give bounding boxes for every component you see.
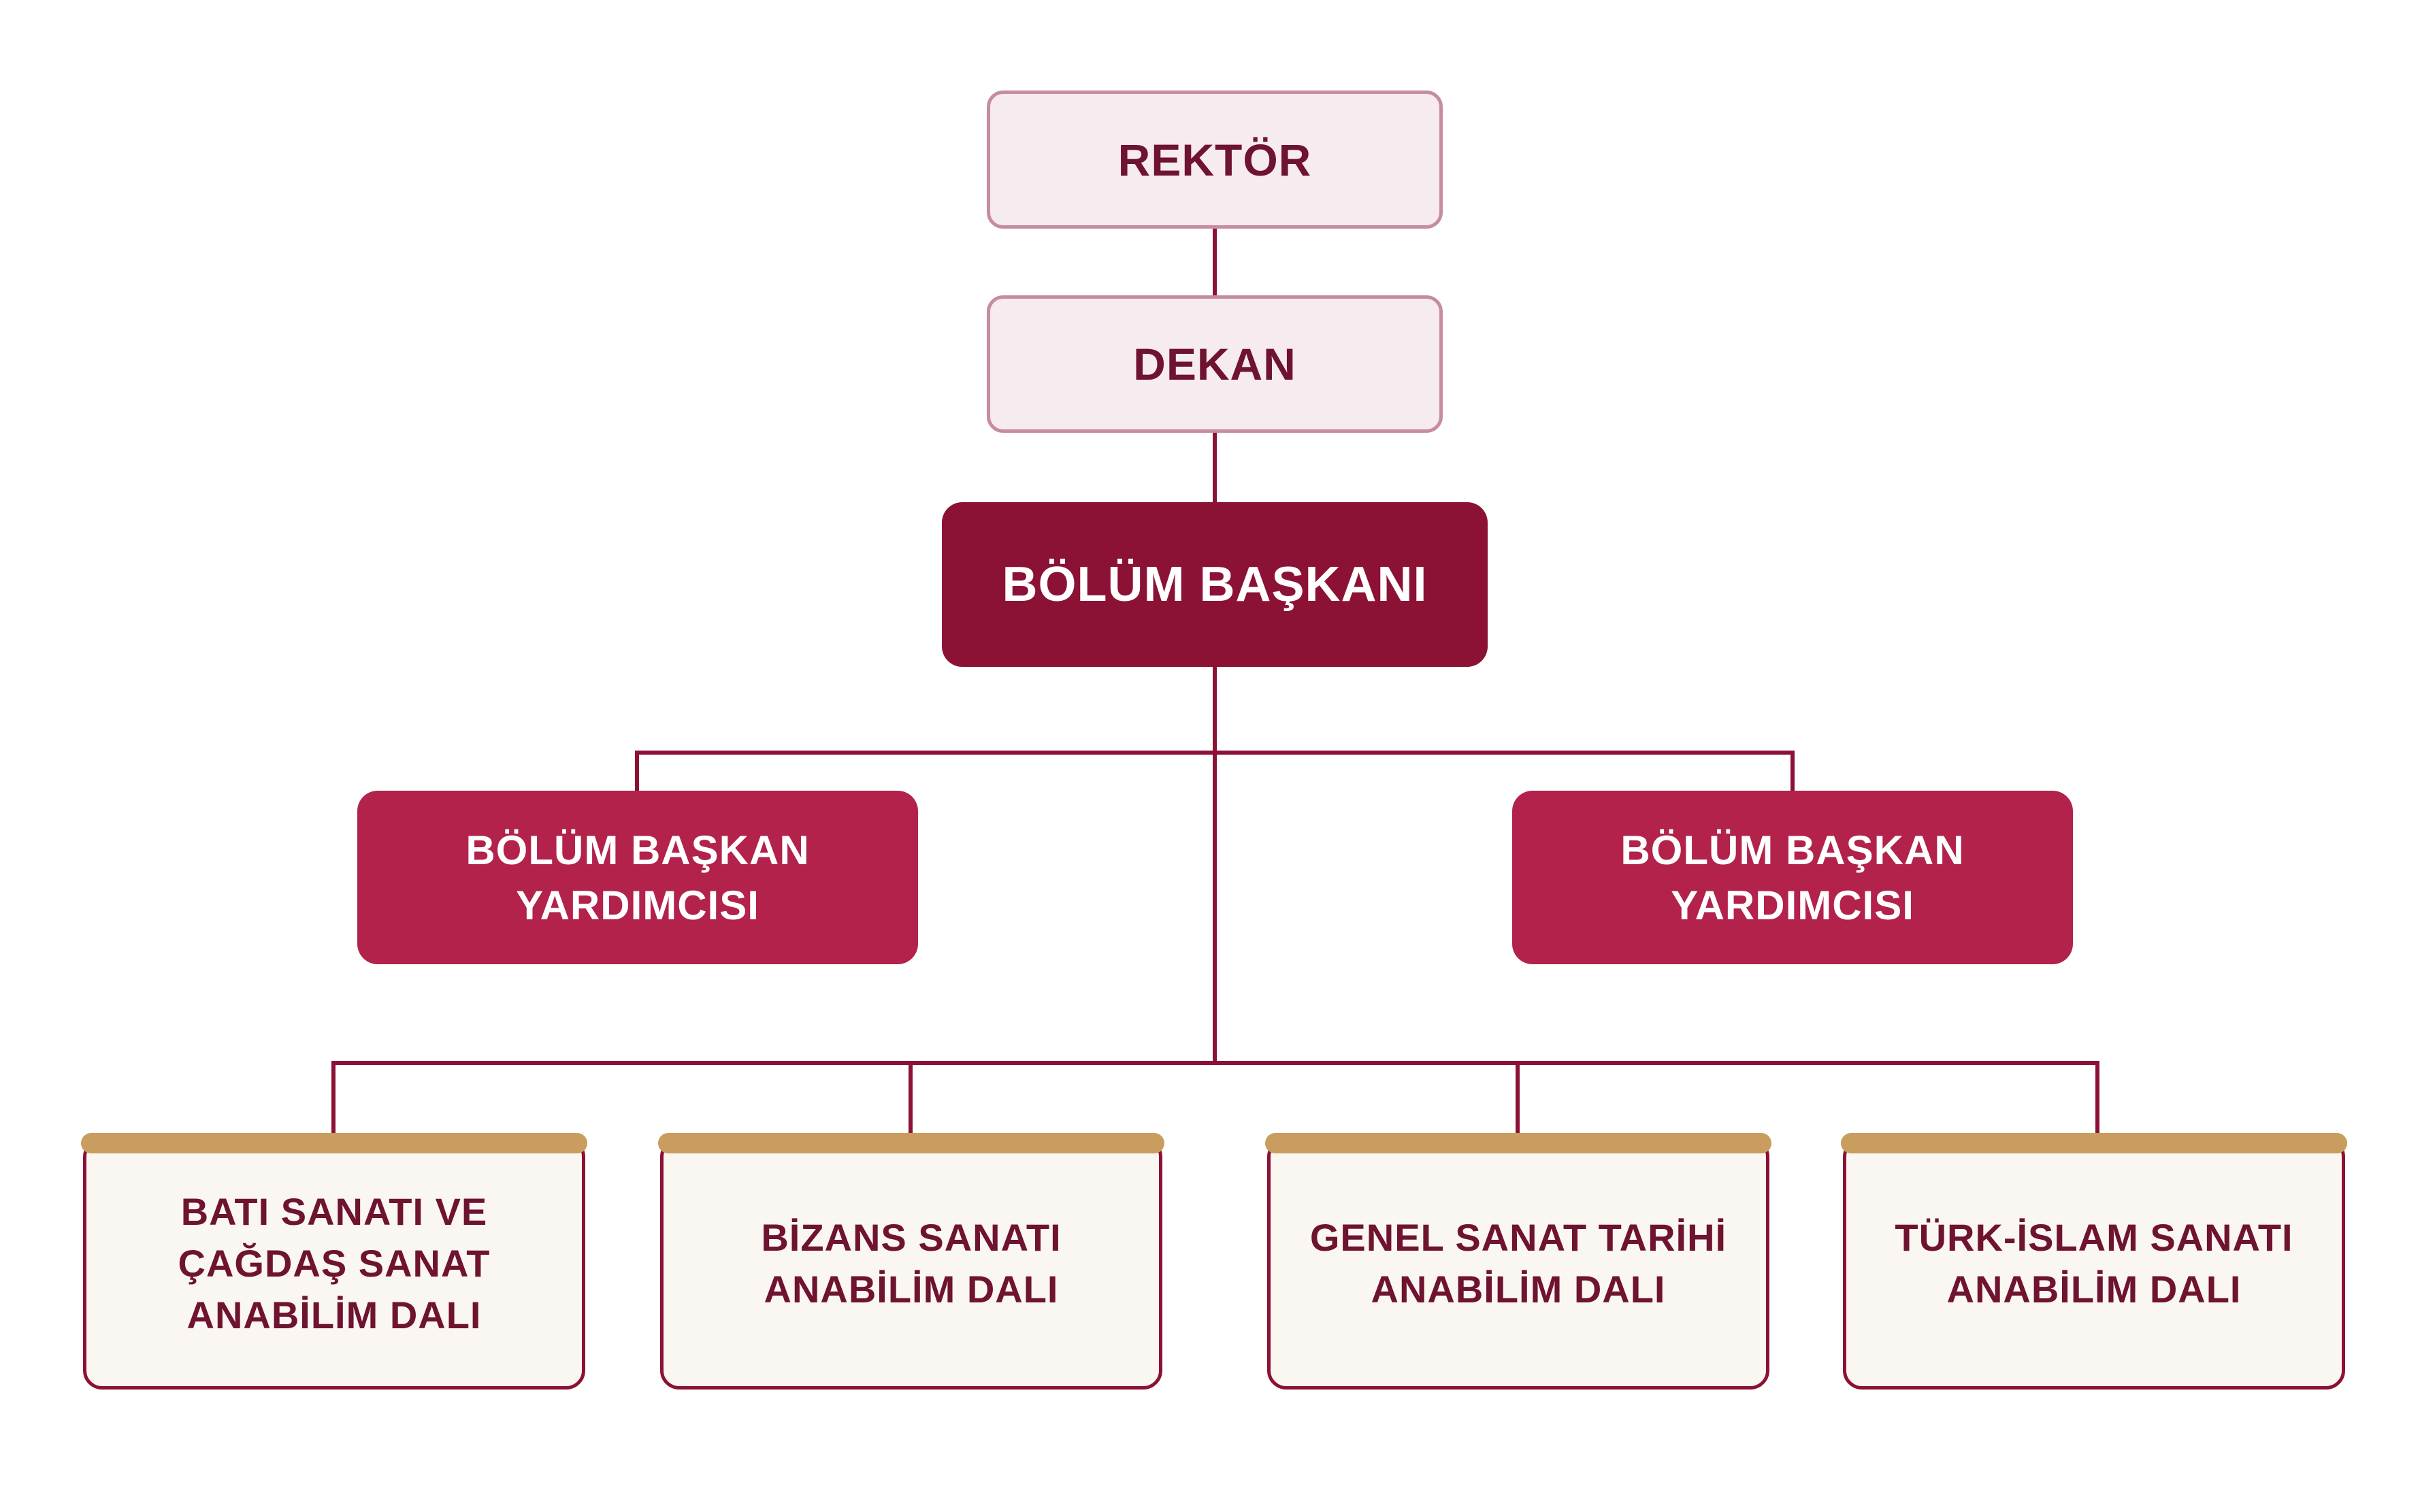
rector-box: REKTÖR: [987, 91, 1443, 229]
dean-label: DEKAN: [1133, 339, 1296, 389]
department-accent-bar: [1265, 1133, 1771, 1153]
department-label: TÜRK-İSLAM SANATI ANABİLİM DALI: [1895, 1215, 2293, 1311]
department-head-box: BÖLÜM BAŞKANI: [942, 502, 1488, 667]
deputy-head-box-left: BÖLÜM BAŞKAN YARDIMCISI: [357, 791, 918, 964]
department-label: BATI SANATI VE ÇAĞDAŞ SANAT ANABİLİM DAL…: [178, 1189, 491, 1337]
dean-box: DEKAN: [987, 295, 1443, 433]
department-accent-bar: [658, 1133, 1164, 1153]
department-head-label: BÖLÜM BAŞKANI: [1002, 557, 1428, 612]
department-box-general-art-history: GENEL SANAT TARİHİ ANABİLİM DALI: [1265, 1133, 1771, 1390]
deputy-head-label: BÖLÜM BAŞKAN YARDIMCISI: [465, 827, 810, 928]
department-accent-bar: [1841, 1133, 2347, 1153]
department-accent-bar: [81, 1133, 587, 1153]
rector-label: REKTÖR: [1117, 134, 1312, 185]
deputy-head-label: BÖLÜM BAŞKAN YARDIMCISI: [1620, 827, 1965, 928]
department-box-turkish-islamic-art: TÜRK-İSLAM SANATI ANABİLİM DALI: [1841, 1133, 2347, 1390]
department-label: GENEL SANAT TARİHİ ANABİLİM DALI: [1309, 1215, 1727, 1311]
department-box-byzantine-art: BİZANS SANATI ANABİLİM DALI: [658, 1133, 1164, 1390]
department-label: BİZANS SANATI ANABİLİM DALI: [761, 1215, 1062, 1311]
department-box-western-contemporary-art: BATI SANATI VE ÇAĞDAŞ SANAT ANABİLİM DAL…: [81, 1133, 587, 1390]
deputy-head-box-right: BÖLÜM BAŞKAN YARDIMCISI: [1512, 791, 2073, 964]
